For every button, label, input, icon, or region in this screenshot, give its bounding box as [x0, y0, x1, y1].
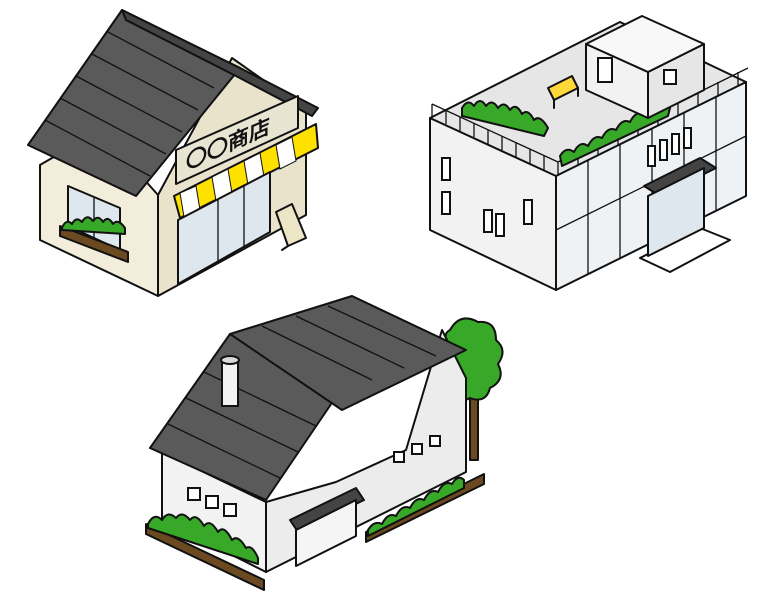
factory-side-windows — [393, 435, 441, 463]
factory-roof-back — [229, 295, 467, 411]
factory-shutter-door — [295, 499, 357, 567]
office-building — [429, 15, 749, 291]
factory-front-windows — [187, 487, 237, 517]
factory-side-greenery — [367, 476, 465, 537]
factory-building — [145, 295, 504, 591]
shop-roof-ribs — [44, 31, 215, 177]
office-penthouse-top — [585, 15, 705, 73]
shop-window-planter — [59, 225, 129, 263]
shop-building: 〇〇商店 — [27, 9, 319, 297]
office-facade-windows — [647, 127, 692, 167]
office-left-windows — [441, 157, 533, 237]
factory-chimney — [221, 359, 239, 407]
shop-sandwich-board — [275, 203, 307, 247]
office-penthouse-door — [597, 57, 613, 83]
factory-front-greenery — [147, 513, 259, 565]
shop-storefront-glass — [177, 171, 271, 285]
factory-front-planter — [145, 523, 265, 591]
shop-planter-greenery — [61, 216, 126, 235]
shop-sign-board — [175, 95, 299, 185]
shop-roof-edge — [121, 9, 319, 117]
office-roof-greenery-left — [461, 100, 549, 137]
factory-shutter-canopy — [289, 487, 365, 533]
